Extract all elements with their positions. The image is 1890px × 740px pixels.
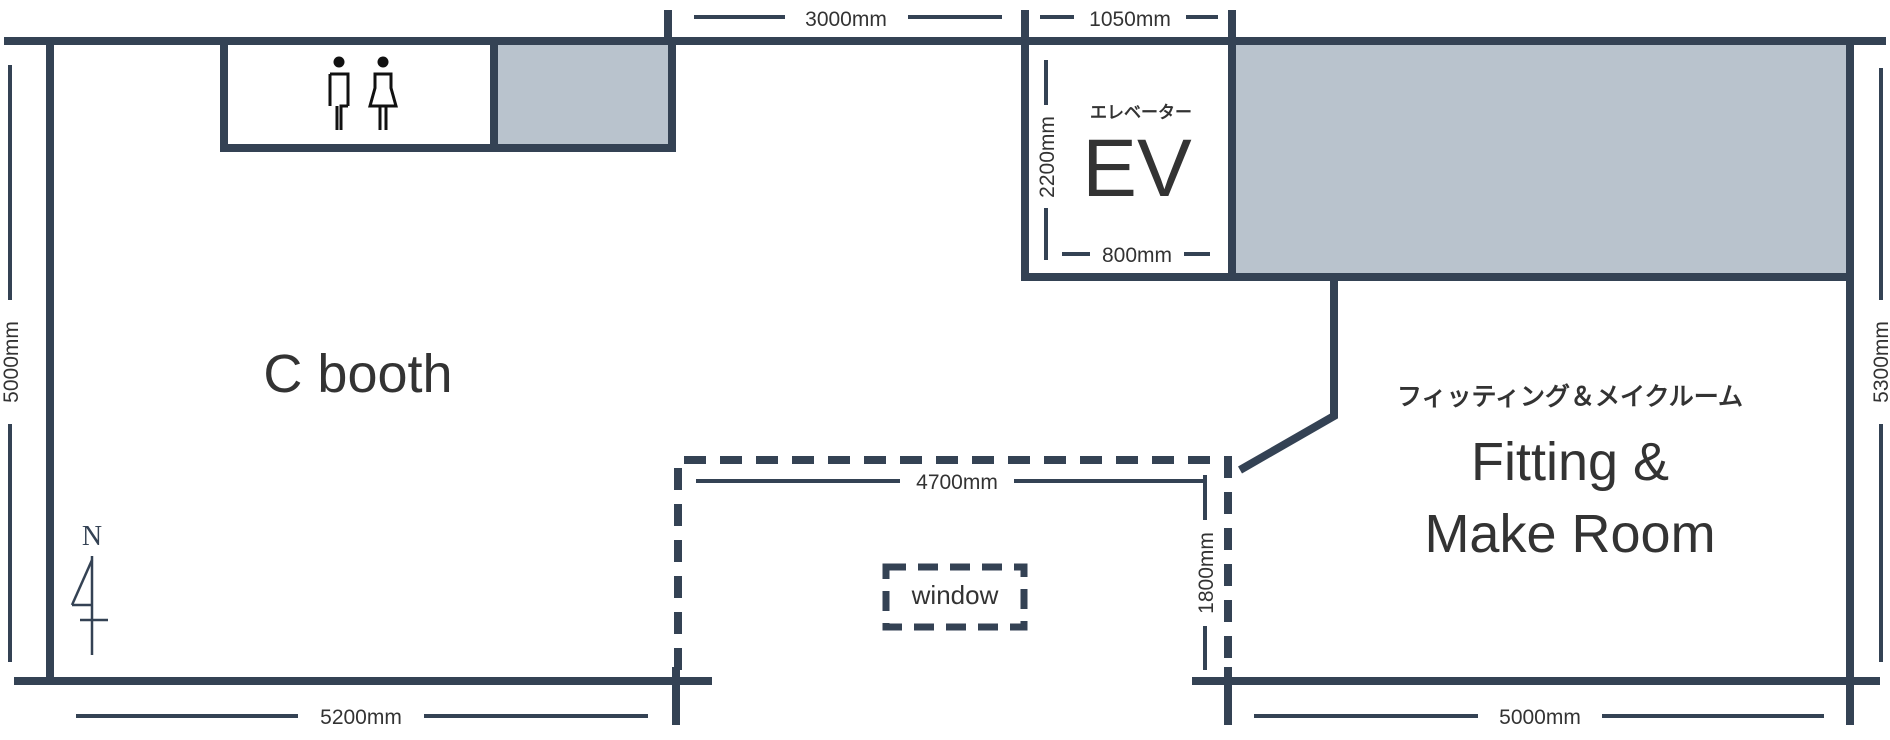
dimension-lines [8,15,1883,718]
dim-window-area-depth: 1800mm [1195,532,1218,614]
north-arrow-icon [70,556,108,655]
compass-label: N [82,521,102,552]
fitting-room-label-en-line2: Make Room [1424,504,1715,564]
dim-elevator-height: 2200mm [1036,116,1059,198]
dim-elevator-width: 800mm [1102,244,1172,267]
window-label: window [911,580,999,610]
c-booth-label: C booth [263,344,452,404]
dim-left-height: 5000mm [0,321,23,403]
fitting-room-label-jp: フィッティング＆メイクルーム [1397,383,1743,411]
walls [4,10,1886,725]
compass: N [70,521,108,655]
elevator-label-jp: エレベーター [1090,103,1192,122]
female-restroom-icon [368,56,398,130]
dim-window-area-width: 4700mm [916,471,998,494]
shaded-area-top [494,41,668,147]
window-area: window [674,456,1232,670]
shaded-area-right [1232,41,1850,277]
fitting-room-label-en-line1: Fitting & [1471,432,1669,492]
male-restroom-icon [328,56,350,130]
dim-right-height: 5300mm [1870,321,1890,403]
restroom-icons [328,56,398,130]
dim-top-segment-2: 1050mm [1089,8,1171,31]
dim-bottom-left: 5200mm [320,706,402,729]
dim-top-segment-1: 3000mm [805,8,887,31]
dim-bottom-right: 5000mm [1499,706,1581,729]
elevator-label-en: EV [1082,123,1192,214]
